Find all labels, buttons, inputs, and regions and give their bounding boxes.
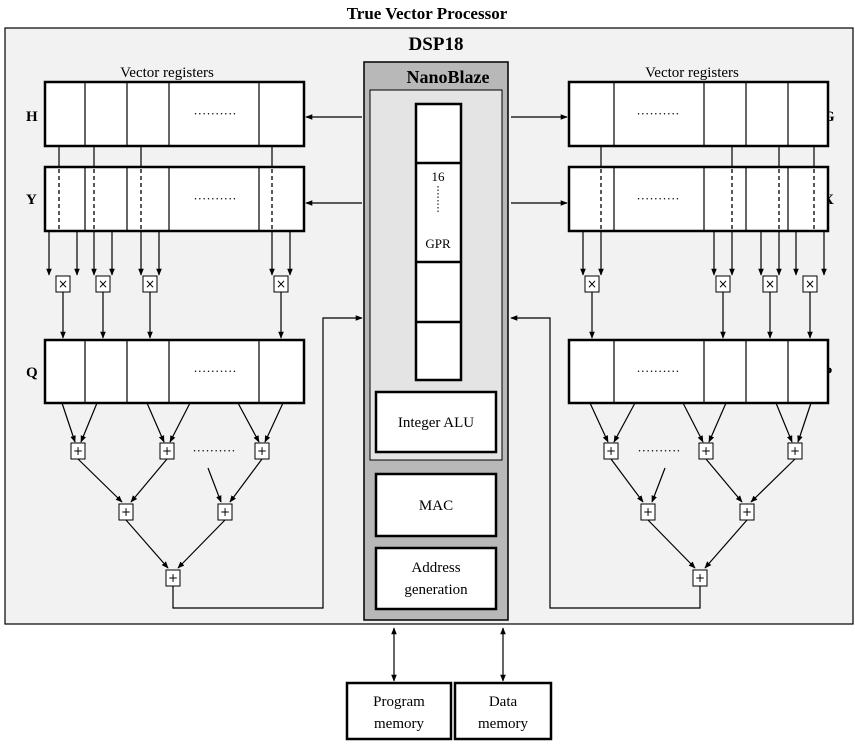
adder-input-arrow	[682, 402, 704, 443]
register-label-h: H	[26, 109, 38, 125]
diagram-title: True Vector Processor	[347, 4, 508, 23]
multiplier-symbol: ×	[765, 277, 775, 291]
right-vector-unit: ·········· ·········· ·········· × × × × + + + ···…	[510, 80, 830, 609]
register-ellipsis-q: ··········	[193, 364, 236, 379]
adder-result-feedback-arrow	[172, 315, 363, 609]
mac-unit	[374, 472, 498, 538]
adder-tree-ellipsis: ··········	[637, 443, 680, 458]
vector-register-y	[43, 165, 306, 233]
register-ellipsis-x: ··········	[636, 191, 679, 206]
adder-symbol: +	[168, 571, 178, 585]
adder-tree-ellipsis: ··········	[192, 443, 235, 458]
program-memory	[345, 681, 453, 741]
adder-symbol: +	[257, 444, 267, 458]
gpr-count: 16	[432, 169, 446, 184]
program-memory-line2: memory	[374, 716, 424, 732]
vector-register-p	[567, 338, 830, 405]
register-ellipsis-y: ··········	[193, 191, 236, 206]
gpr-label: GPR	[425, 236, 451, 251]
dsp-title: DSP18	[409, 34, 464, 55]
gpr-register-file: 16 GPR	[414, 102, 463, 382]
adder-input-arrow	[61, 402, 76, 443]
adder-input-arrow	[169, 402, 191, 443]
multiplier-symbol: ×	[98, 277, 108, 291]
adder-input-arrow	[705, 458, 743, 503]
adder-symbol: +	[695, 571, 705, 585]
adder-symbol: +	[790, 444, 800, 458]
adder-input-arrow	[264, 402, 284, 443]
right-vector-registers-heading: Vector registers	[645, 65, 739, 81]
adder-input-arrow	[589, 402, 609, 443]
address-generation-unit	[374, 546, 498, 611]
adder-input-arrow	[610, 458, 644, 503]
address-label-line1: Address	[411, 560, 460, 576]
multiplier-symbol: ×	[718, 277, 728, 291]
integer-alu	[374, 390, 498, 454]
adder-input-arrow	[146, 402, 165, 443]
adder-symbol: +	[606, 444, 616, 458]
register-ellipsis-h: ··········	[193, 106, 236, 121]
adder-input-arrow	[130, 458, 168, 503]
multiplier-symbol: ×	[805, 277, 815, 291]
nanoblaze-title: NanoBlaze	[407, 67, 490, 87]
register-ellipsis-g: ··········	[636, 106, 679, 121]
adder-input-arrow	[207, 467, 222, 503]
adder-input-arrow	[704, 519, 748, 569]
multiplier-symbol: ×	[587, 277, 597, 291]
data-memory-line1: Data	[489, 694, 518, 710]
left-vector-registers-heading: Vector registers	[120, 65, 214, 81]
vector-register-x	[567, 165, 830, 233]
adder-symbol: +	[162, 444, 172, 458]
vector-register-q	[43, 338, 306, 405]
vector-register-h	[43, 80, 306, 148]
adder-input-arrow	[775, 402, 793, 443]
vector-register-g	[567, 80, 830, 148]
register-label-q: Q	[26, 365, 38, 381]
adder-symbol: +	[643, 505, 653, 519]
adder-input-arrow	[125, 519, 169, 569]
adder-input-arrow	[613, 402, 636, 443]
left-vector-unit: ·········· ·········· ·········· × × × × + + + ···…	[43, 80, 363, 609]
adder-input-arrow	[80, 402, 98, 443]
integer-alu-label: Integer ALU	[398, 415, 474, 431]
adder-symbol: +	[73, 444, 83, 458]
multiplier-symbol: ×	[58, 277, 68, 291]
adder-symbol: +	[121, 505, 131, 519]
register-label-y: Y	[26, 192, 37, 208]
adder-input-arrow	[229, 458, 263, 503]
adder-input-arrow	[77, 458, 123, 503]
program-memory-line1: Program	[373, 694, 425, 710]
adder-input-arrow	[651, 467, 666, 503]
adder-input-arrow	[237, 402, 260, 443]
adder-symbol: +	[701, 444, 711, 458]
adder-input-arrow	[797, 402, 812, 443]
adder-result-feedback-arrow	[510, 315, 701, 609]
multiplier-symbol: ×	[145, 277, 155, 291]
adder-symbol: +	[220, 505, 230, 519]
adder-input-arrow	[708, 402, 727, 443]
adder-input-arrow	[177, 519, 226, 569]
data-memory-line2: memory	[478, 716, 528, 732]
data-memory	[453, 681, 553, 741]
adder-symbol: +	[742, 505, 752, 519]
multiplier-symbol: ×	[276, 277, 286, 291]
adder-input-arrow	[647, 519, 696, 569]
adder-input-arrow	[750, 458, 796, 503]
mac-label: MAC	[419, 498, 453, 514]
address-label-line2: generation	[404, 582, 468, 598]
register-ellipsis-p: ··········	[636, 364, 679, 379]
